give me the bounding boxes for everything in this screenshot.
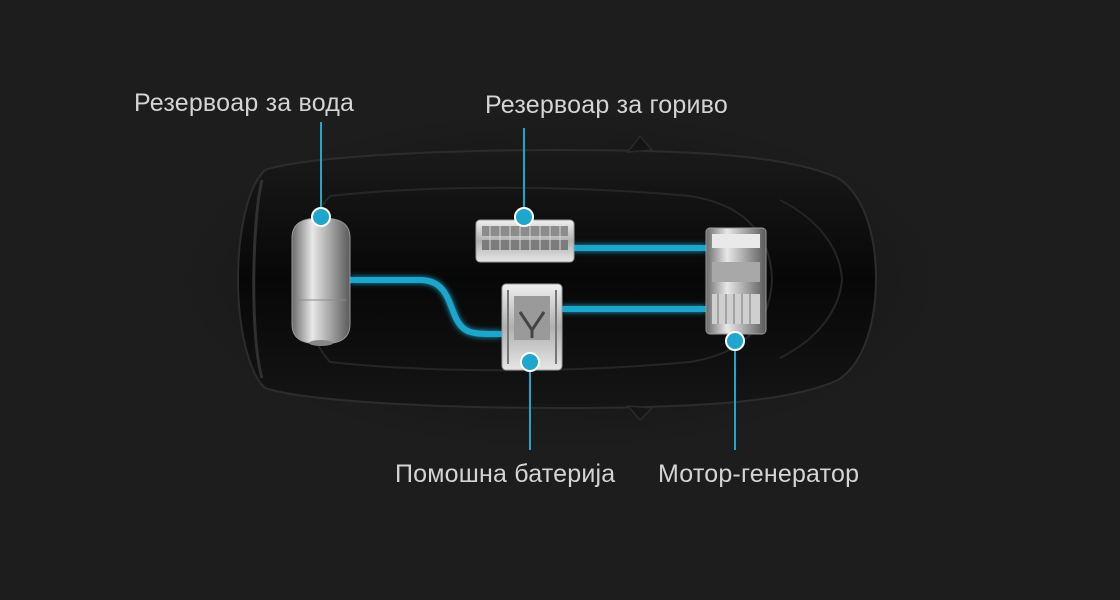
pipe-water-to-battery	[350, 277, 502, 337]
water-tank	[291, 217, 351, 346]
fuel-tank	[475, 219, 575, 263]
label-auxiliary-battery: Помошна батерија	[395, 460, 616, 488]
marker-fuel-tank	[514, 207, 534, 227]
callout-dots	[311, 207, 745, 372]
callout-lines	[320, 122, 736, 450]
marker-water-tank	[311, 207, 331, 227]
marker-motor-generator	[725, 331, 745, 351]
label-fuel-tank: Резервоар за гориво	[485, 91, 728, 119]
connection-pipes	[350, 245, 706, 337]
label-motor-generator: Мотор-генератор	[658, 460, 860, 488]
marker-auxiliary-battery	[520, 352, 540, 372]
label-water-tank: Резервоар за вода	[134, 89, 355, 117]
auxiliary-battery	[501, 283, 563, 371]
motor-generator	[705, 227, 767, 335]
